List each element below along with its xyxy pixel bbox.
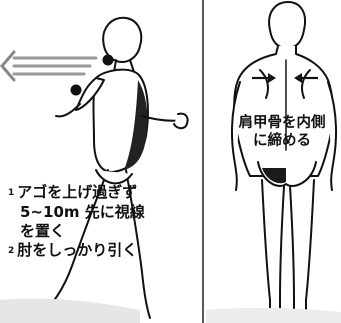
tip-1-number: 1: [8, 188, 14, 198]
back-right-leg-inner: [290, 186, 294, 318]
tip-2: 2肘をしっかり引く: [8, 241, 145, 261]
tip-2-line-1: 肘をしっかり引く: [17, 241, 137, 259]
shoulder-blade-caption: 肩甲骨を内側 に締める: [226, 114, 338, 150]
tip-1-line-2: 5~10m 先に視線: [8, 203, 145, 222]
back-left-leg-outer: [262, 180, 270, 318]
side-walking-figure: [38, 18, 188, 318]
back-view-figure: [232, 2, 336, 318]
back-torso-shape: [234, 46, 333, 176]
tip-2-number: 2: [8, 246, 14, 256]
tip-1-line-1: アゴを上げ過ぎず: [17, 183, 137, 201]
tip-1: 1アゴを上げ過ぎず 5~10m 先に視線 を置く: [8, 183, 145, 241]
tip-1-line-3: を置く: [8, 222, 145, 241]
chin-point-icon: [103, 55, 114, 66]
elbow-point-icon: [71, 85, 82, 96]
caption-line-1: 肩甲骨を内側: [226, 114, 338, 132]
walking-tips: 1アゴを上げ過ぎず 5~10m 先に視線 を置く 2肘をしっかり引く: [8, 183, 145, 261]
gaze-arrow-icon: [2, 52, 96, 80]
back-head-shape: [269, 2, 305, 48]
left-ground: [0, 298, 140, 323]
back-right-leg-outer: [306, 180, 314, 318]
caption-line-2: に締める: [226, 132, 338, 150]
back-left-leg-inner: [280, 186, 284, 318]
front-hand: [174, 114, 188, 129]
right-ground: [206, 308, 341, 323]
